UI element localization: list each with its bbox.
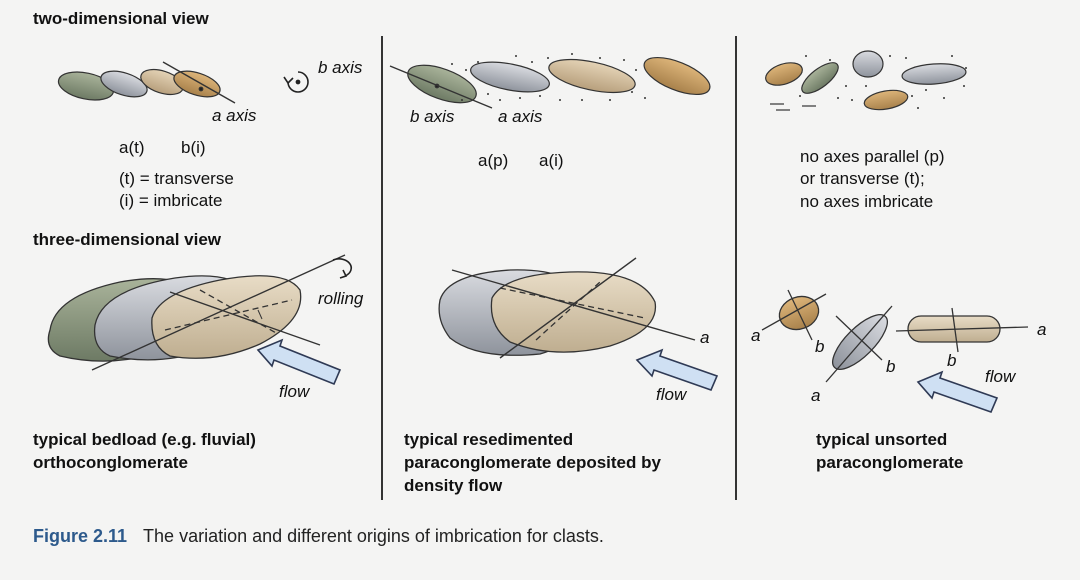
panel2-caption-line3: density flow [404, 476, 503, 495]
panel1-a-axis-label: a axis [212, 106, 257, 125]
panel2-a-label: a [700, 328, 710, 347]
figure-caption: Figure 2.11 The variation and different o… [33, 526, 604, 547]
panel2-orientation-i: a(i) [539, 151, 564, 170]
panel2-a-axis-label: a axis [498, 107, 543, 126]
section-title-3d: three-dimensional view [33, 230, 221, 249]
panel3-3d-clasts [761, 289, 1029, 383]
panel2-matrix-dots [451, 53, 646, 101]
panel3-2d-clasts [765, 50, 967, 111]
panel3-caption-line1: typical unsorted [816, 430, 948, 449]
rotation-icon [283, 71, 309, 93]
panel3-axis-label-b-right: b [947, 351, 957, 370]
panel1-legend-imbricate: (i) = imbricate [119, 191, 223, 210]
panel1-orientation-i: b(i) [181, 138, 206, 157]
panel2-caption-line2: paraconglomerate deposited by [404, 453, 661, 472]
panel2-flow-label: flow [656, 385, 687, 404]
panel1-rolling-label: rolling [318, 289, 364, 308]
panel1-caption-line1: typical bedload (e.g. fluvial) [33, 430, 256, 449]
flow-arrow-3 [916, 370, 999, 414]
panel3-note-line3: no axes imbricate [800, 192, 934, 211]
flow-arrow-1 [256, 338, 342, 386]
panel1-legend-transverse: (t) = transverse [119, 169, 234, 188]
panel2-caption: typical resedimented paraconglomerate de… [404, 428, 724, 497]
divider-left [381, 36, 383, 500]
panel3-note-line1: no axes parallel (p) [800, 147, 945, 166]
panel1-b-axis-label: b axis [318, 58, 363, 77]
panel2-caption-line1: typical resedimented [404, 430, 574, 449]
figure-number: Figure 2.11 [33, 526, 128, 546]
panel2-orientation-p: a(p) [478, 151, 509, 170]
panel3-caption: typical unsorted paraconglomerate [816, 428, 1056, 474]
panel3-axis-label-b-left: b [815, 337, 825, 356]
rolling-arrow-icon [332, 258, 353, 279]
panel1-orientation-t: a(t) [119, 138, 145, 157]
flow-arrow-2 [635, 348, 719, 392]
panel3-caption-line2: paraconglomerate [816, 453, 964, 472]
panel2-3d-clasts [438, 257, 696, 359]
section-title-2d: two-dimensional view [33, 9, 209, 28]
panel3-axis-label-a-bottom: a [811, 386, 821, 405]
panel2-b-axis-label: b axis [410, 107, 455, 126]
panel1-caption: typical bedload (e.g. fluvial) orthocong… [33, 428, 363, 474]
divider-right [735, 36, 737, 500]
panel2-2d-clasts [389, 56, 711, 109]
panel3-axis-label-a-right: a [1037, 320, 1047, 339]
panel1-caption-line2: orthoconglomerate [33, 453, 188, 472]
panel3-axis-label-b-mid: b [886, 357, 896, 376]
panel3-flow-label: flow [985, 367, 1016, 386]
panel3-matrix-dots [799, 55, 967, 109]
panel1-2d-clasts [57, 61, 236, 104]
figure-caption-text: The variation and different origins of i… [143, 526, 604, 546]
panel1-flow-label: flow [279, 382, 310, 401]
panel3-note-line2: or transverse (t); [800, 169, 925, 188]
panel3-axis-label-a-left: a [751, 326, 761, 345]
panel1-3d-clasts [47, 254, 346, 371]
